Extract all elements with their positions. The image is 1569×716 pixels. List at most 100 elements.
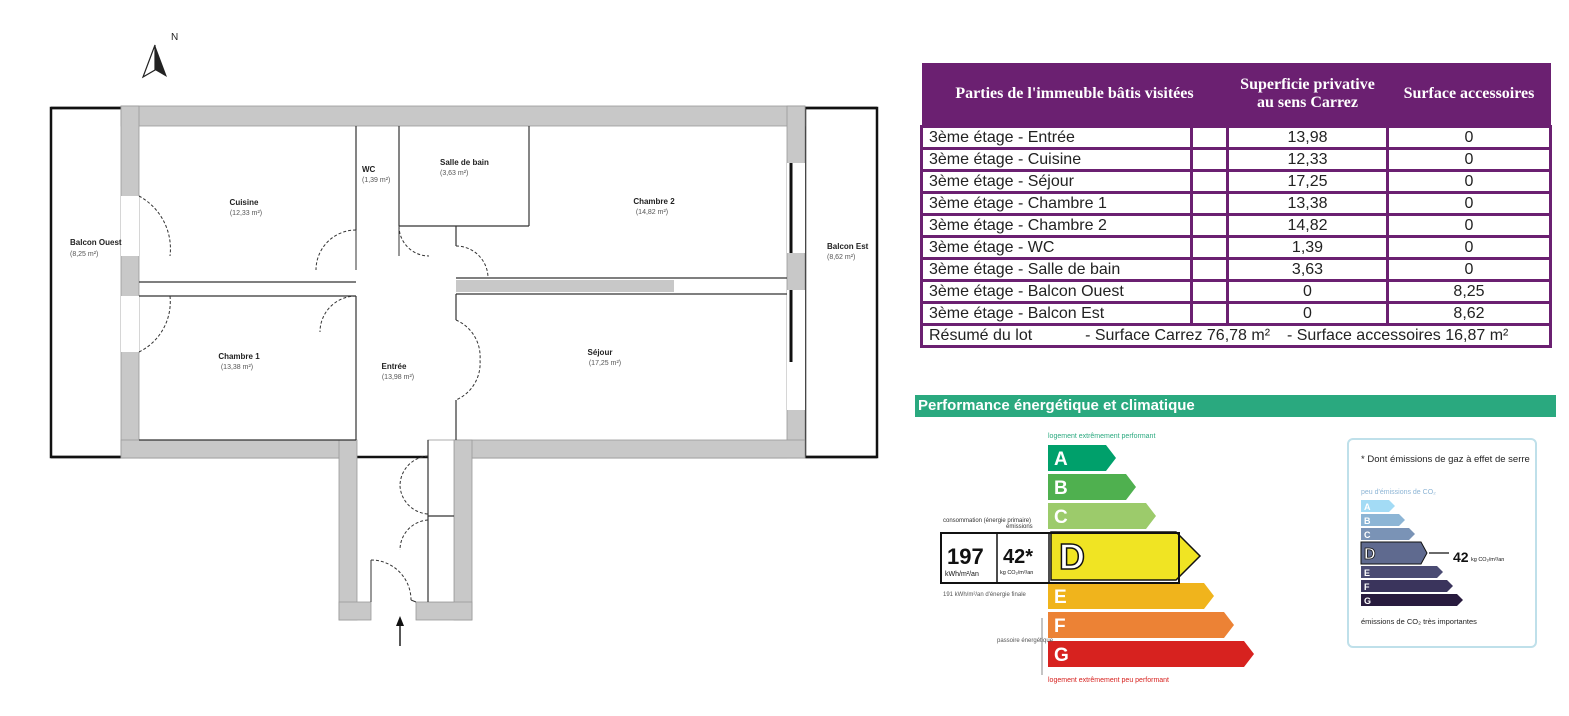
- row-label: 3ème étage - Balcon Ouest: [920, 279, 1193, 304]
- row-spacer: [1190, 125, 1229, 150]
- table-summary-row: Résumé du lot - Surface Carrez 76,78 m² …: [920, 323, 1552, 348]
- dpe-bar-letter-a: A: [1054, 449, 1068, 470]
- row-spacer: [1190, 147, 1229, 172]
- ges-low-note: peu d'émissions de CO₂: [1361, 489, 1436, 496]
- row-accessoires: 8,25: [1386, 279, 1552, 304]
- table-header-row: Parties de l'immeuble bâtis visitées Sup…: [921, 63, 1551, 127]
- room-name-balcon-ouest: Balcon Ouest: [70, 238, 122, 247]
- header-parties: Parties de l'immeuble bâtis visitées: [921, 63, 1228, 127]
- dpe-consumption-label: consommation (énergie primaire): [943, 518, 1031, 524]
- row-spacer: [1190, 191, 1229, 216]
- dpe-bar-c: [1048, 503, 1156, 529]
- room-area-balcon-est: (8,62 m²): [827, 254, 855, 261]
- room-area-cuisine: (12,33 m²): [230, 210, 262, 217]
- ges-panel: * Dont émissions de gaz à effet de serre…: [1347, 438, 1537, 648]
- row-label: 3ème étage - Chambre 2: [920, 213, 1193, 238]
- row-carrez: 14,82: [1226, 213, 1389, 238]
- ges-bar-e: [1361, 566, 1443, 578]
- row-spacer: [1190, 235, 1229, 260]
- dpe-bar-e: [1048, 583, 1214, 609]
- row-carrez: 13,38: [1226, 191, 1389, 216]
- ges-bar-d: [1360, 541, 1428, 565]
- row-carrez: 13,98: [1226, 125, 1389, 150]
- ges-bar-letter-g: G: [1364, 596, 1371, 606]
- dpe-emission-value: 42*: [1003, 546, 1033, 568]
- row-spacer: [1190, 213, 1229, 238]
- ges-bar-letter-c: C: [1364, 530, 1371, 540]
- row-accessoires: 0: [1386, 235, 1552, 260]
- row-label: 3ème étage - Cuisine: [920, 147, 1193, 172]
- ges-bar-a: [1361, 500, 1395, 512]
- dpe-bar-letter-f: F: [1054, 616, 1066, 637]
- ges-bar-letter-e: E: [1364, 568, 1370, 578]
- ges-bar-c: [1361, 528, 1415, 540]
- dpe-bar-letter-b: B: [1054, 478, 1068, 499]
- dpe-bar-letter-g: G: [1054, 645, 1069, 666]
- row-accessoires: 0: [1386, 125, 1552, 150]
- row-accessoires: 0: [1386, 147, 1552, 172]
- ges-value: 42: [1453, 549, 1469, 565]
- room-name-entree: Entrée: [382, 362, 407, 371]
- energy-section-title: Performance énergétique et climatique: [915, 395, 1556, 417]
- row-label: 3ème étage - Balcon Est: [920, 301, 1193, 326]
- room-name-balcon-est: Balcon Est: [827, 242, 869, 251]
- dpe-energy-label: logement extrêmement performant ABCDEFG …: [940, 433, 1254, 684]
- dpe-final-energy: 191 kWh/m²/an d'énergie finale: [943, 592, 1027, 598]
- row-carrez: 12,33: [1226, 147, 1389, 172]
- north-label: N: [171, 32, 178, 43]
- room-name-wc: WC: [362, 165, 376, 174]
- room-name-chambre-2: Chambre 2: [633, 197, 675, 206]
- row-spacer: [1190, 301, 1229, 326]
- dpe-top-note: logement extrêmement performant: [1048, 433, 1155, 440]
- row-carrez: 1,39: [1226, 235, 1389, 260]
- row-carrez: 0: [1226, 301, 1389, 326]
- row-label: 3ème étage - WC: [920, 235, 1193, 260]
- ges-bar-g: [1361, 594, 1463, 606]
- row-spacer: [1190, 169, 1229, 194]
- row-accessoires: 8,62: [1386, 301, 1552, 326]
- dpe-bar-letter-e: E: [1054, 587, 1067, 608]
- entry-arrow-icon: [396, 616, 404, 646]
- ges-unit: kg CO₂/m²/an: [1471, 557, 1504, 563]
- room-name-sejour: Séjour: [588, 348, 613, 357]
- dpe-bottom-note: logement extrêmement peu performant: [1048, 677, 1169, 684]
- row-accessoires: 0: [1386, 191, 1552, 216]
- balcon-ouest-area: [49, 106, 125, 459]
- row-label: 3ème étage - Chambre 1: [920, 191, 1193, 216]
- dpe-bar-f: [1048, 612, 1234, 638]
- dpe-emission-label: émissions: [1006, 524, 1033, 530]
- dpe-emission-unit: kg CO₂/m²/an: [1000, 570, 1033, 576]
- row-carrez: 17,25: [1226, 169, 1389, 194]
- row-label: 3ème étage - Entrée: [920, 125, 1193, 150]
- row-spacer: [1190, 257, 1229, 282]
- room-area-wc: (1,39 m²): [362, 177, 390, 184]
- dpe-bar-a: [1048, 445, 1116, 471]
- dpe-consumption-unit: kWh/m²/an: [945, 571, 979, 578]
- row-label: 3ème étage - Séjour: [920, 169, 1193, 194]
- ges-bar-b: [1361, 514, 1405, 526]
- room-name-chambre-1: Chambre 1: [218, 352, 260, 361]
- ges-bar-letter-b: B: [1364, 516, 1371, 526]
- ges-bar-letter-f: F: [1364, 582, 1370, 592]
- row-carrez: 3,63: [1226, 257, 1389, 282]
- room-name-cuisine: Cuisine: [230, 198, 259, 207]
- dpe-consumption-value: 197: [947, 544, 984, 569]
- dpe-passoire: passoire énergétique: [997, 638, 1054, 644]
- ges-bar-letter-a: A: [1364, 502, 1371, 512]
- ges-title: * Dont émissions de gaz à effet de serre: [1361, 454, 1530, 465]
- room-name-salle-de-bain: Salle de bain: [440, 158, 489, 167]
- room-area-sejour: (17,25 m²): [589, 360, 621, 367]
- header-carrez: Superficie privative au sens Carrez: [1227, 63, 1388, 127]
- row-accessoires: 0: [1386, 213, 1552, 238]
